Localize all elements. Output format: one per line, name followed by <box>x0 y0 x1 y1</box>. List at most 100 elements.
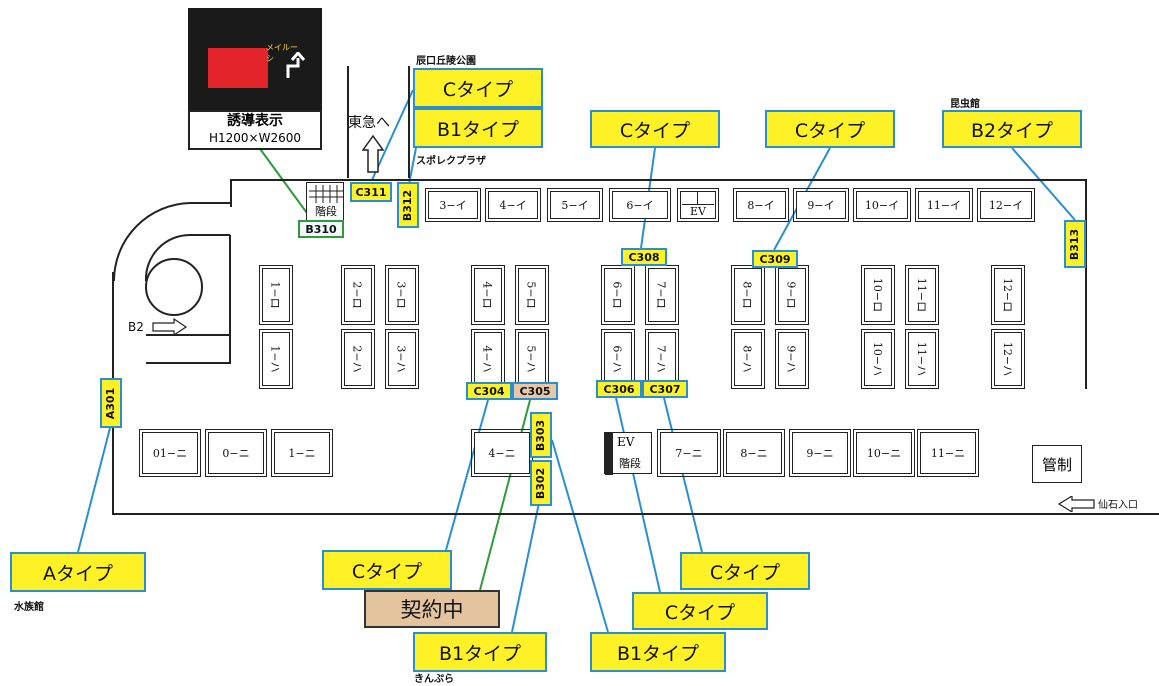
label-aquarium: 水族館 <box>14 602 44 613</box>
stall-ro-1: 1−ロ <box>259 265 293 325</box>
tag-c304: C304 <box>466 382 512 400</box>
type-box-b1-top: B1タイプ <box>413 108 543 148</box>
stall-ro-10: 10−ロ <box>861 265 895 325</box>
type-box-c-top: Cタイプ <box>413 68 543 108</box>
connector-b313 <box>1011 147 1076 221</box>
stall-ro-2: 2−ロ <box>341 265 375 325</box>
stall-ro-6: 6−ロ <box>601 265 635 325</box>
stall-i-4: 4−イ <box>485 188 541 222</box>
connector-c305 <box>479 399 531 591</box>
type-box-c-306: Cタイプ <box>632 592 768 630</box>
sign-photo: メイルーシ <box>188 8 322 112</box>
connector-sign-b310 <box>257 145 313 221</box>
stall-ro-4: 4−ロ <box>471 265 505 325</box>
stall-ha-11: 11−ハ <box>905 329 939 389</box>
tag-c309: C309 <box>752 250 798 268</box>
stall-ro-7: 7−ロ <box>645 265 679 325</box>
tag-b302: B302 <box>530 460 552 506</box>
stall-i-12: 12−イ <box>977 188 1035 222</box>
stall-i-11: 11−イ <box>915 188 973 222</box>
wall-right <box>1085 179 1087 389</box>
stall-ro-9: 9−ロ <box>775 265 809 325</box>
connector-a301 <box>77 427 111 553</box>
type-box-b1-302: B1タイプ <box>413 632 547 672</box>
type-box-c-304: Cタイプ <box>322 550 452 590</box>
stairs-label: 階段 <box>315 205 337 218</box>
stall-ha-12: 12−ハ <box>991 329 1025 389</box>
sign-size: H1200×W2600 <box>208 131 302 145</box>
tag-a301: A301 <box>100 378 122 428</box>
stall-ha-7: 7−ハ <box>645 329 679 389</box>
stall-ni-10: 10−ニ <box>853 429 915 477</box>
stall-ha-4: 4−ハ <box>471 329 505 389</box>
stall-ha-8: 8−ハ <box>731 329 765 389</box>
stall-ni-11: 11−ニ <box>917 429 979 477</box>
arrow-left-icon <box>1058 496 1095 512</box>
wall-bottom <box>112 513 1159 515</box>
tag-b313: B313 <box>1064 220 1086 268</box>
stall-i-6: 6−イ <box>609 188 671 222</box>
turn-up-arrow-icon <box>286 52 306 78</box>
connector-c307 <box>663 397 703 553</box>
stall-ni-1: 1−ニ <box>271 429 333 477</box>
stall-ni-7: 7−ニ <box>657 429 721 477</box>
stall-i-3: 3−イ <box>425 188 481 222</box>
elevator-top: EV <box>677 188 719 222</box>
type-box-contract: 契約中 <box>364 590 500 628</box>
arrow-right-icon <box>152 318 188 336</box>
elevator-divider <box>697 192 698 204</box>
stall-i-8: 8−イ <box>733 188 789 222</box>
stairs-grid <box>309 185 343 203</box>
elevator-stairs-bottom: EV 階段 <box>604 432 652 475</box>
stall-ni-8: 8−ニ <box>723 429 785 477</box>
control-room: 管制 <box>1032 445 1082 483</box>
stall-i-10: 10−イ <box>853 188 911 222</box>
wall-right-road <box>408 66 410 178</box>
label-kinpura: きんぷら <box>414 674 454 685</box>
label-b2: B2 <box>128 320 144 334</box>
tag-b303: B303 <box>530 412 552 458</box>
tag-c307: C307 <box>642 380 688 398</box>
label-toukyu: 東急へ <box>348 115 390 131</box>
wall-left-road <box>347 66 349 178</box>
stall-ha-9: 9−ハ <box>775 329 809 389</box>
stall-i-9: 9−イ <box>793 188 849 222</box>
stall-ha-10: 10−ハ <box>861 329 895 389</box>
stairs-top: 階段 <box>306 182 344 222</box>
stall-ni-01: 01−ニ <box>139 429 201 477</box>
stairs-bottom-bar <box>605 433 613 475</box>
type-box-c-309: Cタイプ <box>765 110 895 148</box>
stall-ha-2: 2−ハ <box>341 329 375 389</box>
type-box-c-307: Cタイプ <box>680 552 810 590</box>
label-sengoku-entrance: 仙石入口 <box>1098 500 1138 511</box>
sign-photo-red-panel <box>208 48 268 88</box>
type-box-b1-303: B1タイプ <box>590 632 726 672</box>
stairs-bottom-label: 階段 <box>619 457 641 470</box>
stall-i-5: 5−イ <box>547 188 603 222</box>
tag-c305: C305 <box>512 382 558 400</box>
type-box-b2-313: B2タイプ <box>942 110 1082 148</box>
tag-c311: C311 <box>350 182 392 202</box>
stall-ni-4: 4−ニ <box>471 429 533 477</box>
connector-b303 <box>551 439 609 633</box>
tag-c306: C306 <box>596 380 642 398</box>
tag-b310: B310 <box>298 220 344 238</box>
stall-ro-3: 3−ロ <box>385 265 419 325</box>
connector-c306 <box>615 397 661 593</box>
stall-ni-9: 9−ニ <box>789 429 851 477</box>
stall-ro-5: 5−ロ <box>515 265 549 325</box>
wall-top-left <box>230 179 232 207</box>
wall-top <box>230 179 1087 181</box>
connector-b312 <box>408 147 417 185</box>
connector-c311 <box>371 89 414 181</box>
stall-ha-1: 1−ハ <box>259 329 293 389</box>
label-sports-plaza: スポレクプラザ <box>416 156 486 167</box>
sign-photo-text: メイルーシ <box>266 43 298 63</box>
tag-b312: B312 <box>397 182 419 228</box>
type-box-c-308: Cタイプ <box>590 110 720 148</box>
arrow-up-icon <box>362 134 384 173</box>
label-park: 辰口丘陵公園 <box>416 56 476 67</box>
connector-c304 <box>445 399 489 551</box>
sign-title: 誘導表示 <box>227 113 283 129</box>
